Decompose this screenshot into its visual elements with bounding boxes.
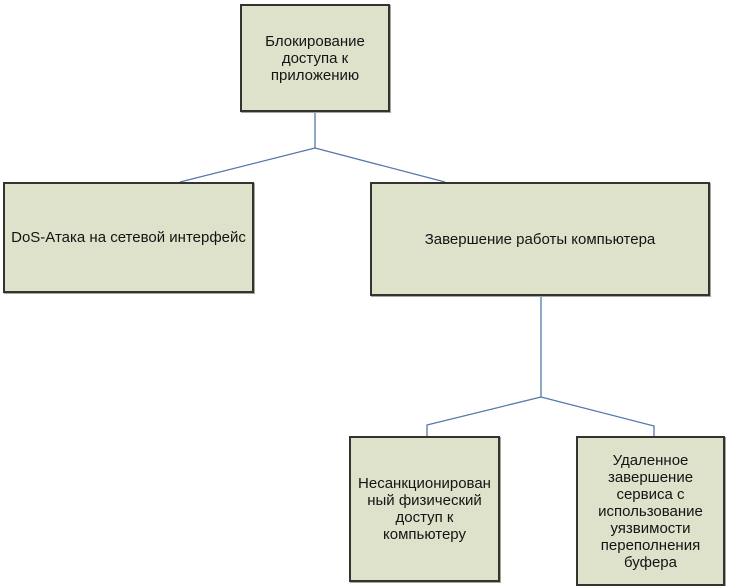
node-label: Несанкционированный физический доступ к … <box>358 475 491 543</box>
node-label: Блокирование доступа к приложению <box>265 32 365 84</box>
node-label: Завершение работы компьютера <box>424 230 656 248</box>
connector-root-to-dos <box>179 147 316 183</box>
node-remote-service-termination[interactable]: Удаленное завершение сервиса с использов… <box>576 436 725 586</box>
node-label: Удаленное завершение сервиса с использов… <box>598 451 703 571</box>
connector-root-to-shutdown <box>314 147 446 183</box>
connector-shutdown-to-remote <box>540 396 655 436</box>
node-computer-shutdown[interactable]: Завершение работы компьютера <box>370 182 710 296</box>
node-block-app-access[interactable]: Блокирование доступа к приложению <box>240 4 390 112</box>
node-physical-access[interactable]: Несанкционированный физический доступ к … <box>349 436 500 582</box>
connector-shutdown-to-physical <box>426 396 542 436</box>
node-dos-attack[interactable]: DoS-Атака на сетевой интерфейс <box>3 182 254 293</box>
node-label: DoS-Атака на сетевой интерфейс <box>11 229 246 246</box>
